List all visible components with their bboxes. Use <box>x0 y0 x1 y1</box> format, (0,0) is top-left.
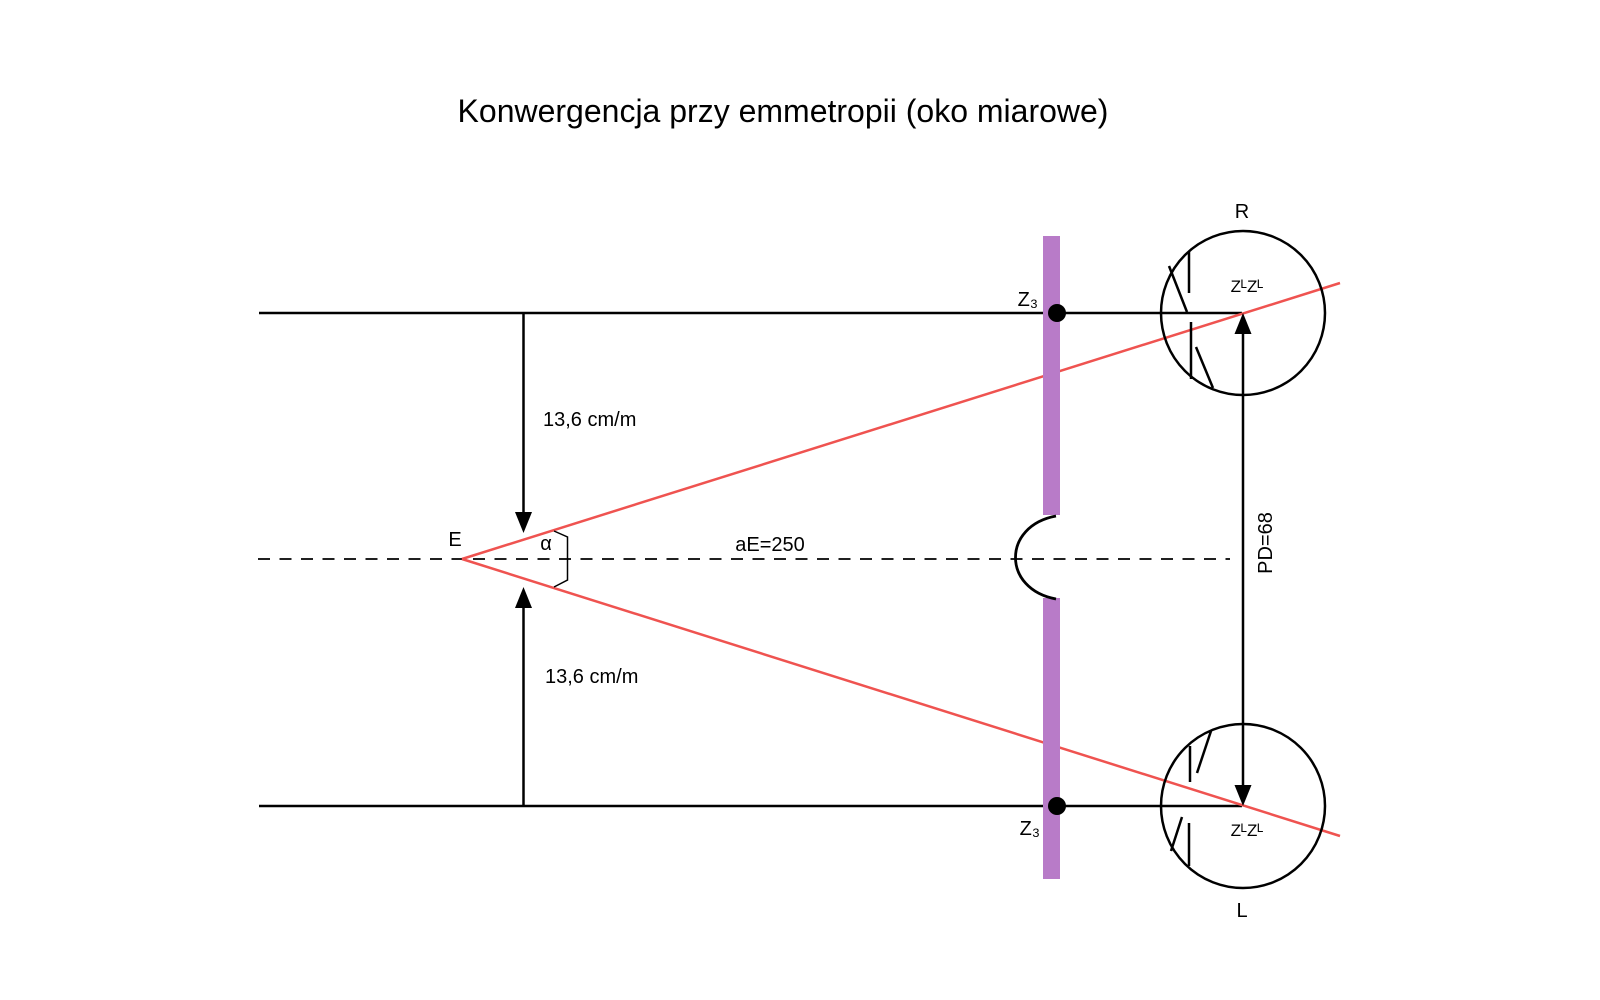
right-eye-hatch-upper-diagonal <box>1167 265 1189 313</box>
left-eye-circle <box>1159 722 1327 890</box>
pd-arrow-down-head-icon <box>1234 785 1252 806</box>
upper-convergence-ray <box>461 281 1341 561</box>
offset-arrow-top-head-icon <box>515 512 532 533</box>
offset-bottom-label: 13,6 cm/m <box>545 666 638 688</box>
lens-plane-upper-segment <box>1043 236 1060 515</box>
z3-dot-top <box>1048 304 1066 322</box>
angle-bracket <box>553 530 569 588</box>
lens-plane-lower-segment <box>1043 598 1060 879</box>
distance-label: aE=250 <box>735 534 805 556</box>
left-eye-hatch-lower-diagonal <box>1169 816 1184 852</box>
angle-label: α <box>540 533 552 555</box>
left-eye-hatch-upper-diagonal <box>1195 730 1213 774</box>
offset-arrow-bottom-head-icon <box>515 587 532 608</box>
pd-label: PD=68 <box>1255 512 1277 574</box>
eye-point-label: E <box>448 529 461 551</box>
pd-arrow-up-head-icon <box>1234 313 1252 334</box>
lens-point-top-label: Z₃ <box>1018 289 1038 311</box>
right-eye-hatch-lower-diagonal <box>1194 346 1215 389</box>
nodal-bottom-label: ZᴸZᴸ <box>1231 821 1264 840</box>
lens-point-bottom-label: Z₃ <box>1020 818 1040 840</box>
diagram-title: Konwergencja przy emmetropii (oko miarow… <box>458 93 1109 129</box>
z3-dot-bottom <box>1048 797 1066 815</box>
nodal-top-label: ZᴸZᴸ <box>1231 277 1264 296</box>
right-eye-label: R <box>1235 201 1249 223</box>
right-eye-circle <box>1159 229 1327 397</box>
lens-plane-break-curve <box>1014 514 1057 601</box>
lower-convergence-ray <box>461 557 1341 838</box>
left-eye-label: L <box>1236 900 1247 922</box>
offset-top-label: 13,6 cm/m <box>543 409 636 431</box>
